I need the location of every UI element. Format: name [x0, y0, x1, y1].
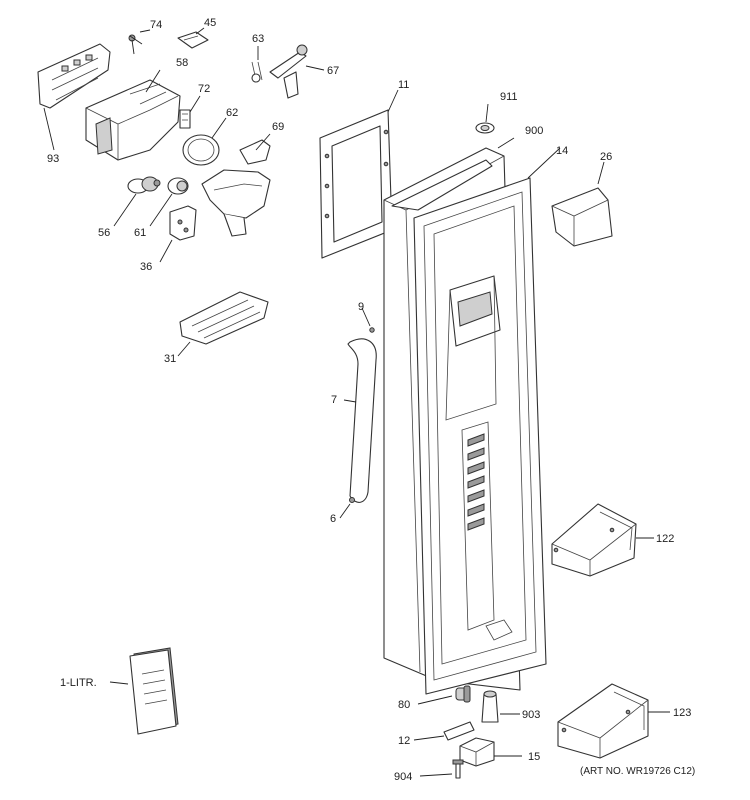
callout-62: 62	[226, 107, 238, 119]
part-80-fitting	[417, 685, 471, 705]
part-9-screw	[361, 307, 375, 333]
part-6-screw	[339, 497, 355, 519]
callout-911: 911	[500, 91, 518, 103]
part-67-actuator	[269, 44, 325, 99]
callout-67: 67	[327, 65, 339, 77]
part-63-spring	[251, 46, 263, 83]
part-36-bracket	[159, 205, 197, 263]
callout-122: 122	[656, 533, 674, 545]
part-123-bin	[557, 683, 670, 759]
part-122-bin	[551, 503, 654, 577]
part-26-cover	[551, 161, 613, 247]
callout-31: 31	[164, 353, 176, 365]
art-number: (ART NO. WR19726 C12)	[580, 766, 695, 777]
part-11-inner-frame	[319, 89, 399, 259]
part-15-housing	[459, 737, 522, 767]
callout-69: 69	[272, 121, 284, 133]
callout-72: 72	[198, 83, 210, 95]
callout-45: 45	[204, 17, 216, 29]
callout-36: 36	[140, 261, 152, 273]
part-911-grommet	[475, 103, 515, 149]
callout-58: 58	[176, 57, 188, 69]
part-904-screw	[419, 759, 464, 779]
callout-7: 7	[331, 394, 337, 406]
door-slots	[461, 421, 513, 641]
callout-904: 904	[394, 771, 412, 783]
callout-80: 80	[398, 699, 410, 711]
callout-63: 63	[252, 33, 264, 45]
callout-15: 15	[528, 751, 540, 763]
part-61-solenoid	[149, 177, 189, 227]
callout-123: 123	[673, 707, 691, 719]
part-72-switch	[179, 95, 201, 129]
dispenser-cavity	[445, 275, 501, 421]
callout-61: 61	[134, 227, 146, 239]
callout-900: 900	[525, 125, 543, 137]
part-74-switch	[128, 29, 151, 55]
part-69-chute	[201, 133, 271, 237]
callout-1-litr: 1-LITR.	[60, 677, 97, 689]
part-45-bracket	[177, 27, 209, 49]
part-903-nozzle	[481, 690, 520, 723]
part-14-gasket	[413, 147, 561, 695]
part-58-housing	[85, 69, 181, 161]
callout-6: 6	[330, 513, 336, 525]
part-12-lever	[413, 721, 475, 741]
callout-26: 26	[600, 151, 612, 163]
part-31-drip-tray	[177, 291, 269, 357]
part-7-handle	[343, 338, 377, 503]
part-1-litr-booklet	[109, 647, 179, 735]
callout-56: 56	[98, 227, 110, 239]
callout-93: 93	[47, 153, 59, 165]
callout-12: 12	[398, 735, 410, 747]
callout-14: 14	[556, 145, 568, 157]
part-56-motor	[113, 176, 161, 227]
callout-11: 11	[398, 79, 409, 91]
part-93-control-panel	[37, 43, 111, 151]
part-62-gasket	[182, 117, 227, 166]
callout-74: 74	[150, 19, 162, 31]
callout-9: 9	[358, 301, 364, 313]
callout-903: 903	[522, 709, 540, 721]
